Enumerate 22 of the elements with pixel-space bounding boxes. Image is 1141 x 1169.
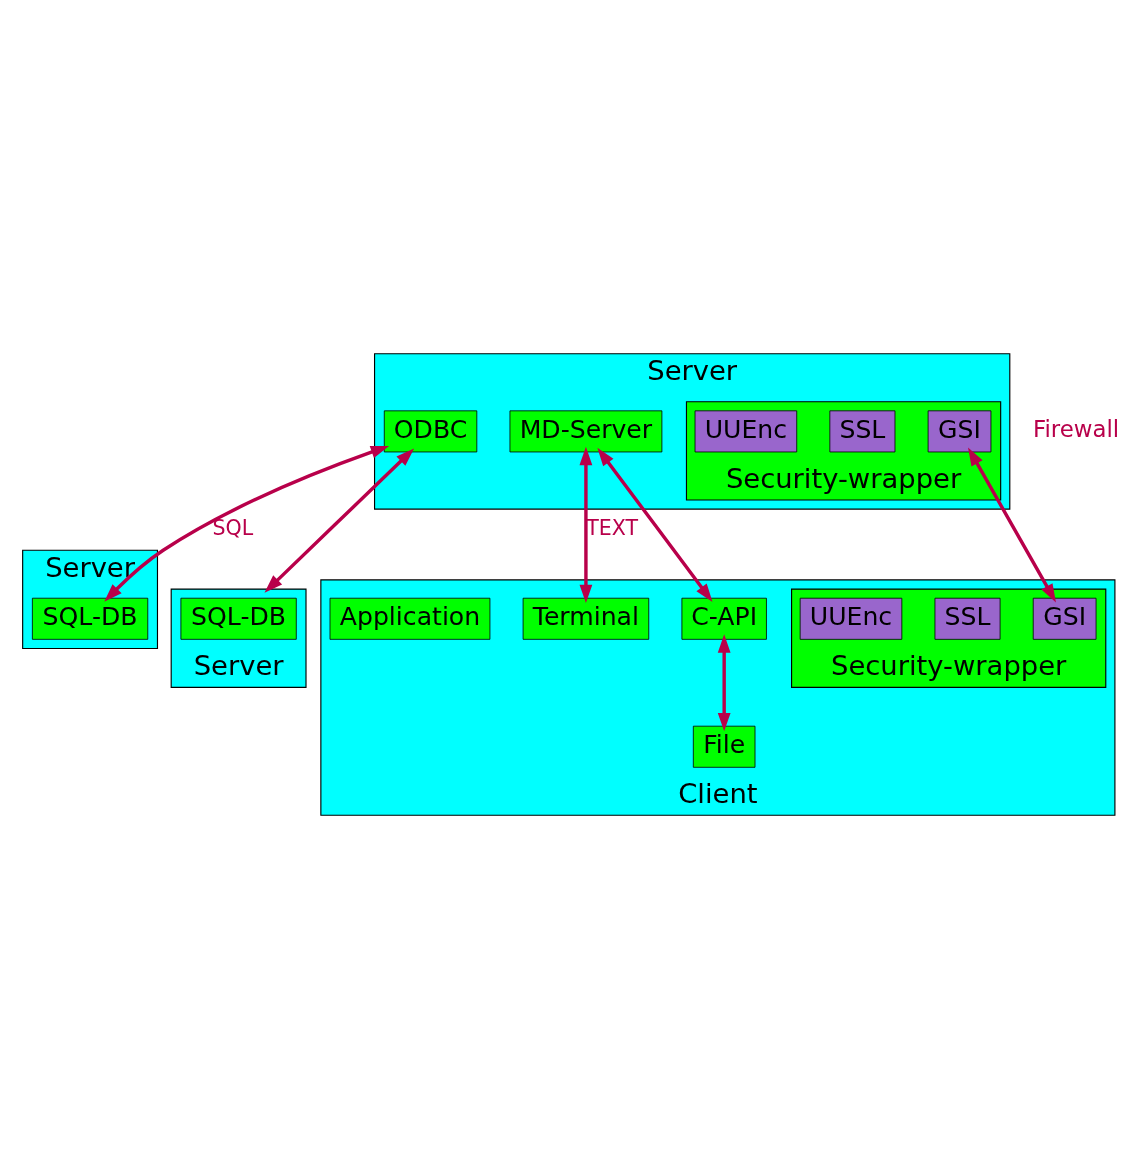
node-box: UUEnc [694,410,798,453]
node-box: SQL-DB [31,597,149,640]
arrow [968,447,1056,603]
node-box: C-API [681,597,767,640]
arrow [579,446,593,604]
arrow [264,448,415,593]
node-box: SSL [934,597,1001,640]
node-box: GSI [927,410,992,453]
node-box: MD-Server [509,410,663,453]
node-box: File [692,725,756,768]
node-box: Terminal [522,597,650,640]
node-box: GSI [1032,597,1097,640]
node-box: ODBC [383,410,478,453]
node-box: Application [329,597,491,640]
label: Firewall [1032,416,1120,443]
arrow [717,634,731,732]
edge-label: SQL [212,515,254,540]
arrow [597,447,713,603]
arrow [104,445,390,602]
node-box: UUEnc [799,597,903,640]
node-box: SSL [829,410,896,453]
node-box: SQL-DB [180,597,297,640]
